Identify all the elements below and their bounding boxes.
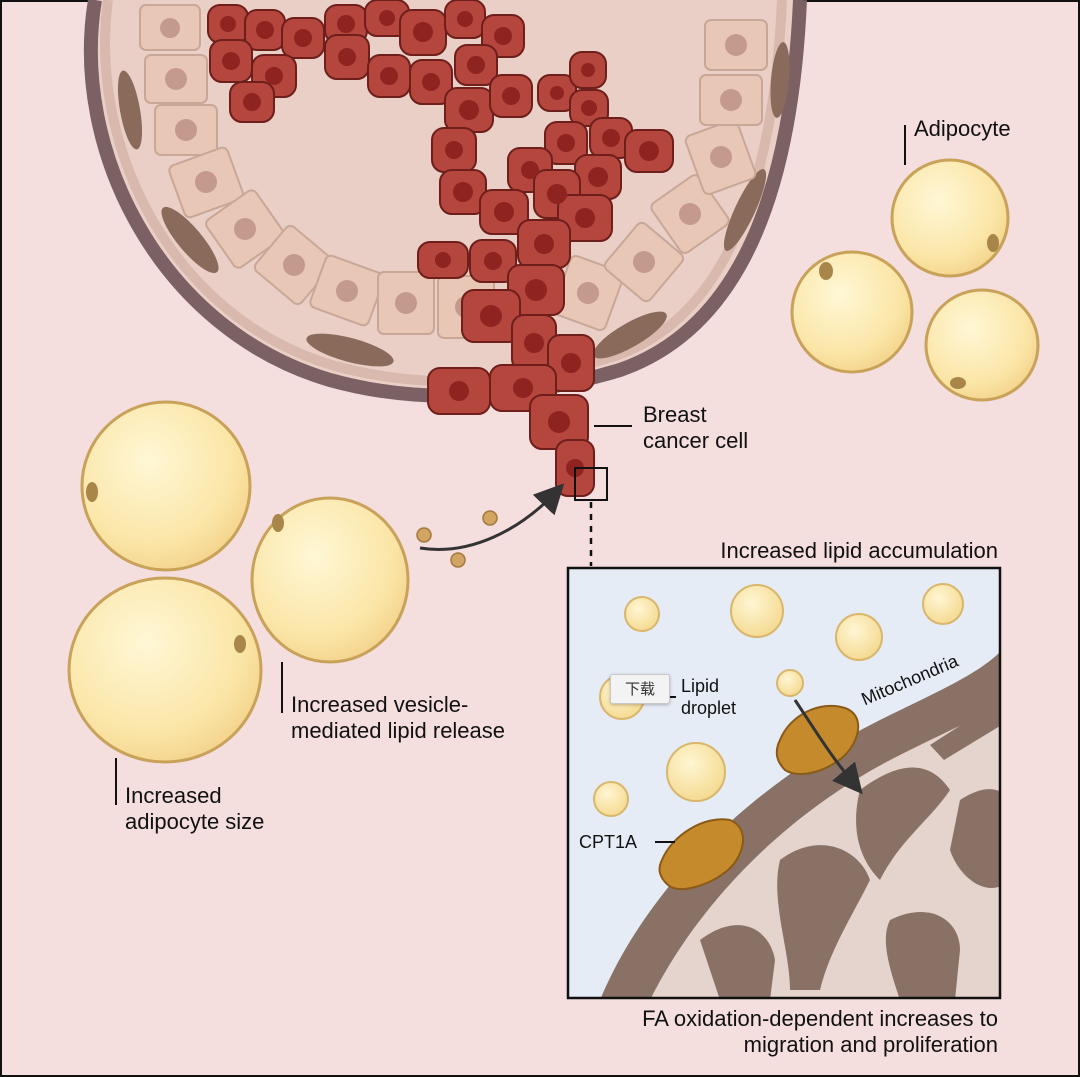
vesicle-release-label-line1: Increased vesicle- xyxy=(291,692,469,717)
lipid-transfer-arrow xyxy=(419,483,565,551)
adipocyte xyxy=(924,288,1040,402)
inset-border xyxy=(566,566,1002,1000)
breast-cancer-label-line2: cancer cell xyxy=(643,428,749,453)
lipid-droplet-label-line1: Lipid xyxy=(681,676,720,696)
lipid-accumulation-label: Increased lipid accumulation xyxy=(720,538,998,563)
cpt1a-label: CPT1A xyxy=(579,832,638,852)
adipocyte xyxy=(890,158,1010,278)
breast-cancer-label-line1: Breast xyxy=(643,402,707,427)
adipocyte xyxy=(250,496,410,664)
zoom-box xyxy=(574,467,608,501)
adipocyte-cluster-right xyxy=(790,158,1040,402)
adipocyte-nuclei-right xyxy=(819,234,999,389)
adipocyte-label: Adipocyte xyxy=(914,116,1011,141)
inset-panel xyxy=(566,566,1002,1000)
mitochondria-cristae xyxy=(700,700,1000,998)
adipocyte-size-label-line1: Increased xyxy=(125,783,222,808)
breast-cancer-cells xyxy=(207,0,674,497)
adipocyte xyxy=(790,250,914,374)
fatty-acid-import-arrow xyxy=(793,699,863,795)
adipocyte-size-label-line2: adipocyte size xyxy=(125,809,265,834)
adipocyte xyxy=(80,400,252,572)
adipocyte-nuclei-left xyxy=(86,482,284,653)
cpt1a-proteins xyxy=(658,704,860,890)
fa-oxidation-label-line1: FA oxidation-dependent increases to xyxy=(642,1006,998,1031)
vesicle-release-label-line2: mediated lipid release xyxy=(291,718,506,743)
download-tooltip[interactable]: 下载 xyxy=(610,674,670,704)
lipid-droplet-label-line2: droplet xyxy=(681,698,737,718)
adipocyte-cluster-left xyxy=(67,400,410,764)
myoepithelial-cells xyxy=(117,42,790,367)
adipocyte xyxy=(67,576,263,764)
fa-oxidation-label-line2: migration and proliferation xyxy=(743,1032,998,1057)
lipid-vesicles xyxy=(416,510,498,568)
